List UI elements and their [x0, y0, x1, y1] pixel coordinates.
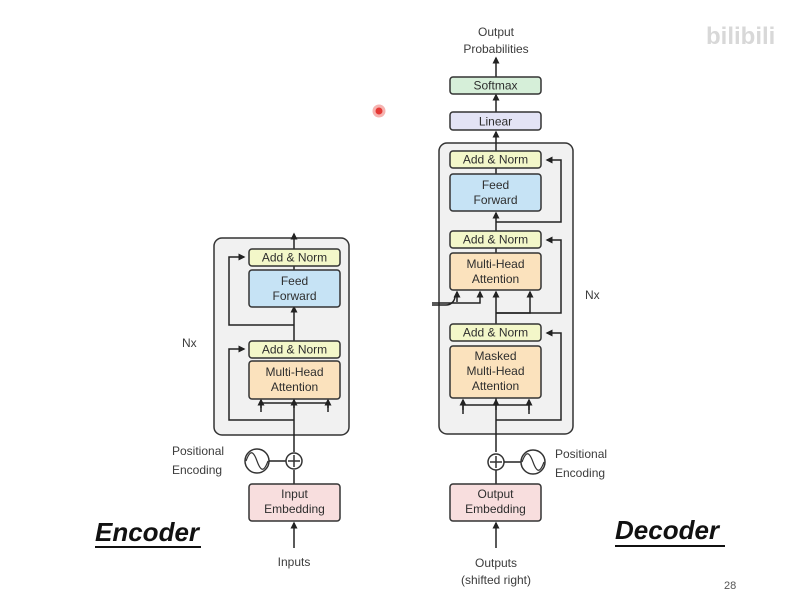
encoder: Add & Norm Feed Forward Add & Norm Multi… [95, 232, 350, 569]
encoder-positional-label-1: Positional [172, 444, 224, 458]
encoder-add-norm-bottom-label: Add & Norm [262, 343, 327, 357]
encoder-feed-forward-label-2: Forward [272, 289, 316, 303]
decoder-add-norm-mid-label: Add & Norm [463, 233, 528, 247]
watermark-logo: bilibili [706, 23, 775, 50]
encoder-positional-label-2: Encoding [172, 463, 222, 477]
decoder-mha-label-1: Multi-Head [466, 257, 524, 271]
decoder-add-norm-bottom-label: Add & Norm [463, 326, 528, 340]
encoder-inputs-label: Inputs [278, 555, 311, 569]
decoder-feed-forward-label-1: Feed [482, 178, 509, 192]
decoder-embedding-label-1: Output [477, 487, 514, 501]
decoder-mha-label-2: Attention [472, 272, 519, 286]
decoder-masked-multi-head-attention [449, 345, 542, 399]
decoder-masked-label-1: Masked [474, 349, 516, 363]
decoder-title: Decoder [615, 515, 721, 545]
decoder-multi-head-attention [449, 252, 542, 291]
encoder-positional-encoding: Positional Encoding [172, 444, 303, 477]
decoder-add-norm-top [449, 150, 542, 169]
encoder-add-norm-top-label: Add & Norm [262, 251, 327, 265]
encoder-mha-label-2: Attention [271, 380, 318, 394]
decoder-add-norm-bottom [449, 323, 542, 342]
decoder-feed-forward [449, 173, 542, 212]
decoder-add-norm-mid [449, 230, 542, 249]
encoder-add-norm-top [248, 248, 341, 267]
encoder-title: Encoder [95, 517, 201, 547]
decoder-feed-forward-label-2: Forward [473, 193, 517, 207]
decoder-masked-label-2: Multi-Head [466, 364, 524, 378]
encoder-mha-label-1: Multi-Head [265, 365, 323, 379]
decoder-outputs-label-2: (shifted right) [461, 573, 531, 587]
decoder-linear-label: Linear [479, 115, 512, 129]
encoder-feed-forward [248, 269, 341, 308]
page-number: 28 [724, 580, 736, 592]
decoder-positional-encoding: Positional Encoding [487, 447, 607, 480]
decoder-nx-label: Nx [585, 288, 600, 302]
cursor-dot [372, 104, 386, 118]
decoder-linear [449, 111, 542, 131]
encoder-embedding-label-2: Embedding [264, 502, 325, 516]
decoder-positional-label-1: Positional [555, 447, 607, 461]
decoder-masked-label-3: Attention [472, 379, 519, 393]
decoder-softmax [449, 76, 542, 95]
encoder-embedding-label-1: Input [281, 487, 308, 501]
decoder-output-embedding [449, 483, 542, 522]
decoder-embedding-label-2: Embedding [465, 502, 526, 516]
encoder-input-embedding [248, 483, 341, 522]
encoder-multi-head-attention [248, 360, 341, 400]
decoder-softmax-label: Softmax [473, 79, 517, 93]
encoder-feed-forward-label-1: Feed [281, 274, 308, 288]
decoder-positional-label-2: Encoding [555, 466, 605, 480]
decoder-add-norm-top-label: Add & Norm [463, 153, 528, 167]
encoder-add-norm-bottom [248, 340, 341, 359]
decoder-outputs-label-1: Outputs [475, 556, 517, 570]
decoder-output-label-2: Probabilities [463, 42, 528, 56]
decoder-output-label-1: Output [478, 25, 515, 39]
decoder: Output Probabilities Softmax Lin [432, 25, 725, 587]
encoder-nx-label: Nx [182, 336, 197, 350]
